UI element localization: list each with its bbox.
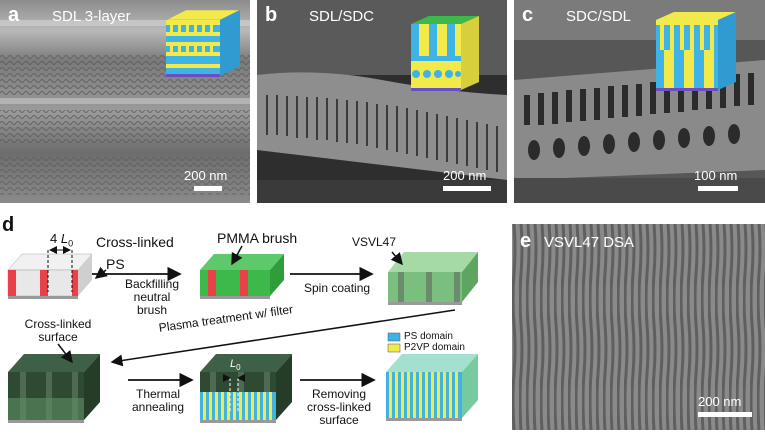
panel-label-b: b (265, 4, 278, 26)
panel-label-d: d (2, 214, 15, 236)
panel-a: a SDL 3-layer 200 nm (0, 0, 250, 203)
l0-annealing-label: L0 (230, 358, 241, 373)
scale-text-b: 200 nm (443, 168, 487, 183)
panel-b: b SDL/SDC 200 nm (257, 0, 507, 203)
scale-text-e: 200 nm (698, 394, 742, 409)
panel-label-e: e (520, 230, 532, 252)
scale-bar-b (443, 186, 491, 191)
four-l0-label: 4 L0 (50, 231, 74, 249)
removing-label: Removing cross-linked surface (306, 387, 372, 427)
scale-bar-e (698, 412, 752, 417)
ps-label: PS (106, 256, 125, 272)
panel-title-a: SDL 3-layer (52, 8, 131, 25)
panel-title-c: SDC/SDL (566, 8, 632, 25)
legend-p2vp-domain: P2VP domain (404, 342, 465, 353)
panel-title-e: VSVL47 DSA (544, 234, 635, 251)
sem-image-b (257, 0, 507, 203)
panel-e: e VSVL47 DSA 200 nm (512, 224, 765, 430)
panel-label-a: a (8, 4, 20, 26)
pmma-brush-label: PMMA brush (217, 230, 298, 246)
schematic-sdc-sdl (656, 12, 736, 91)
cross-linked-label: Cross-linked (96, 234, 174, 250)
scale-bar-c (698, 186, 738, 191)
panel-label-c: c (522, 4, 534, 26)
legend-ps-domain: PS domain (404, 331, 453, 342)
spin-coating-label: Spin coating (304, 281, 371, 295)
thermal-annealing-label: Thermal annealing (131, 387, 185, 414)
scale-text-a: 200 nm (184, 168, 228, 183)
step1-substrate (7, 246, 93, 299)
vsvl47-label: VSVL47 (352, 235, 397, 249)
panel-c: c SDC/SDL 100 nm (514, 0, 765, 203)
scale-text-c: 100 nm (694, 168, 738, 183)
schematic-3layer (165, 9, 241, 77)
panel-d: d (0, 212, 505, 434)
schematic-sdl-sdc (411, 16, 479, 91)
backfilling-label: Backfilling neutral brush (124, 277, 180, 317)
sem-image-e (512, 224, 765, 430)
process-schematic (7, 245, 478, 423)
scale-bar-a (194, 186, 222, 191)
cross-linked-surface-label: Cross-linked surface (24, 317, 92, 344)
panel-title-b: SDL/SDC (309, 8, 375, 25)
